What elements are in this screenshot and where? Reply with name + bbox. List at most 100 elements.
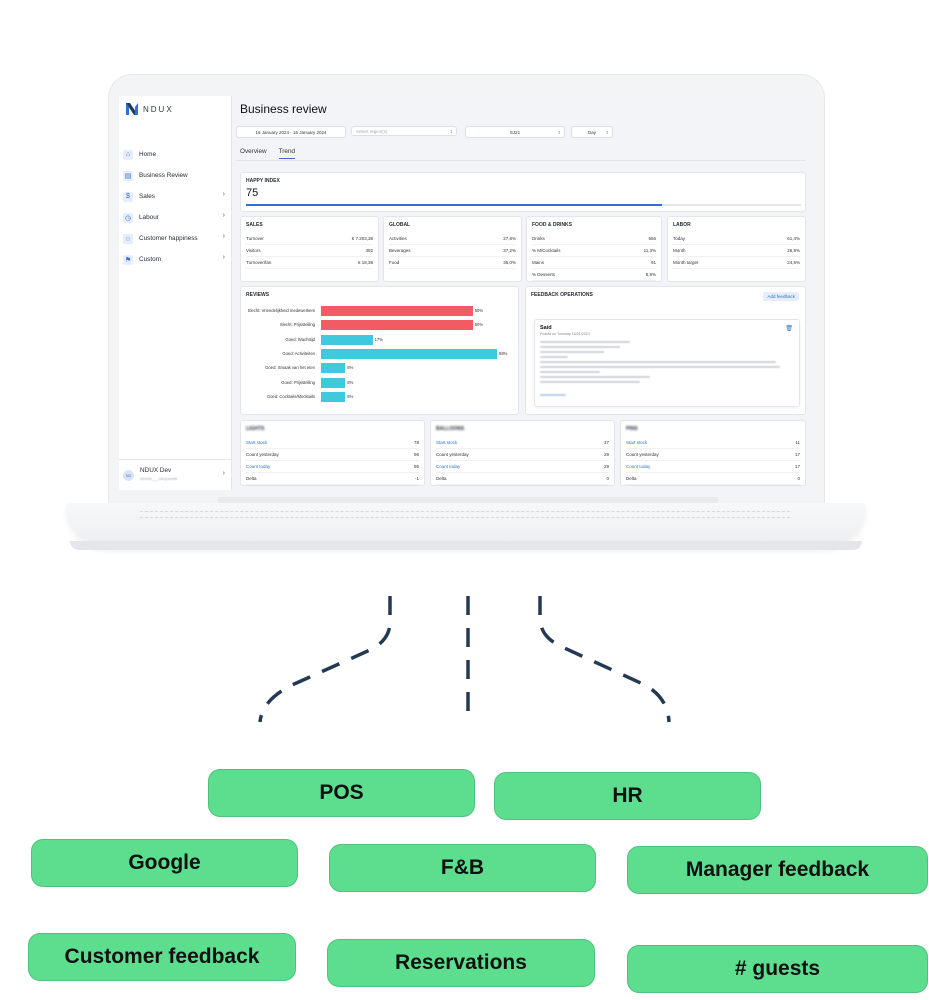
laptop-hinge [218, 497, 718, 506]
kv-label: Delta [436, 475, 447, 481]
blurred-text [540, 366, 780, 368]
kv-label: % Desserts [532, 271, 556, 277]
sidebar-item-label: Home [139, 151, 157, 158]
blurred-text [540, 346, 620, 348]
chevron-updown-icon: ⇕ [605, 129, 609, 135]
happy-index-progress-fill [246, 204, 663, 206]
kv-label: Start stock [246, 439, 268, 445]
blurred-link[interactable] [540, 394, 566, 396]
review-pct-label: 8% [347, 379, 354, 385]
source-guests: # guests [627, 945, 928, 993]
sidebar-item-label: Labour [139, 214, 159, 221]
kv-value: 78 [413, 439, 419, 445]
brand-name: NDUX [143, 104, 174, 114]
home-icon: ⌂ [123, 149, 133, 160]
date-range-picker[interactable]: 16 January 2024 - 16 January 2024 [236, 126, 346, 138]
trash-icon[interactable]: 🗑 [785, 326, 793, 332]
tab-divider [236, 160, 806, 161]
location-value: SJ21 [509, 129, 521, 135]
kv-value: 0 [606, 475, 609, 481]
region-placeholder: Select region(s) [356, 128, 388, 134]
kv-row[interactable]: Start stock 78 [246, 436, 419, 449]
tab-overview[interactable]: Overview [240, 148, 267, 155]
kv-label: Delta [246, 475, 257, 481]
sidebar-item-home[interactable]: ⌂ Home [119, 144, 231, 165]
card-title: FEEDBACK OPERATIONS [531, 292, 593, 298]
tab-bar: Overview Trend [240, 148, 296, 159]
happy-index-card: HAPPY INDEX 75 [240, 172, 806, 212]
laptop-base [66, 503, 866, 547]
kv-label: % M/Cocktails [532, 247, 561, 253]
review-pct-label: 50% [474, 322, 484, 328]
kv-value: 91 [650, 259, 656, 265]
tab-trend[interactable]: Trend [278, 148, 296, 159]
kv-value: -1 [414, 475, 419, 481]
blurred-text [540, 361, 776, 363]
sidebar-item-labour[interactable]: ◷Labour› [119, 207, 231, 228]
chevron-right-icon: › [222, 233, 225, 240]
kv-row: Turnover/fan€ 18,38 [246, 256, 373, 269]
sidebar-item-custom[interactable]: ⚑Custom› [119, 249, 231, 270]
review-bar-row: Goed: Prijsstelling 8% [241, 377, 501, 388]
connector-left [258, 596, 392, 723]
add-feedback-button[interactable]: Add feedback [763, 292, 799, 301]
review-label: Goed: Prijsstelling [281, 379, 315, 385]
kv-value: 556 [648, 235, 656, 241]
sidebar: NDUX ⌂Home▤Business Review$Sales›◷Labour… [119, 96, 232, 490]
laptop-base-lip [70, 541, 862, 550]
kv-value: 95 [413, 463, 419, 469]
review-pct-label: 8% [347, 365, 354, 371]
feedback-entry-meta: Posted on Tuesday 16/01/2024 [540, 332, 590, 336]
kv-label: Activities [389, 235, 407, 241]
kv-label: Beverages [389, 247, 411, 253]
sidebar-item-sales[interactable]: $Sales› [119, 186, 231, 207]
kv-row: Delta 0 [436, 472, 609, 485]
review-pct-label: 17% [374, 336, 383, 342]
chevron-right-icon: › [222, 191, 225, 198]
kv-value: 29 [603, 451, 609, 457]
keyboard-row [140, 517, 790, 521]
kv-value: 35,0% [503, 259, 516, 265]
user-profile[interactable]: ND NDUX Dev dennis___ndupdoeltt › [119, 459, 231, 490]
source-google: Google [31, 839, 298, 887]
sidebar-item-business-review[interactable]: ▤Business Review [119, 165, 231, 186]
brand-logo[interactable]: NDUX [125, 102, 174, 116]
blurred-text [540, 351, 604, 353]
chevron-updown-icon: ⇕ [449, 128, 453, 134]
kv-value: 27,8% [503, 235, 516, 241]
region-select[interactable]: Select region(s) ⇕ [351, 126, 457, 136]
chevron-right-icon: › [222, 254, 225, 261]
kv-label: Start stock [436, 439, 458, 445]
source-hr: HR [494, 772, 761, 820]
kv-label: Count today [436, 463, 461, 469]
card-title: HAPPY INDEX [246, 178, 280, 184]
sidebar-item-label: Sales [139, 193, 155, 200]
review-label: Goed: Cocktails/Mocktails [266, 393, 315, 399]
date-range-value: 16 January 2024 - 16 January 2024 [255, 129, 327, 135]
card-title: BALLOONS [436, 426, 465, 432]
kv-label: Food [389, 259, 400, 265]
business-review-icon: ▤ [123, 170, 133, 181]
period-select[interactable]: Day ⇕ [571, 126, 613, 138]
location-select[interactable]: SJ21 ⇕ [465, 126, 565, 138]
kv-row: Activities 27,8% [389, 232, 516, 245]
sidebar-item-customer-happiness[interactable]: ☆Customer happiness› [119, 228, 231, 249]
